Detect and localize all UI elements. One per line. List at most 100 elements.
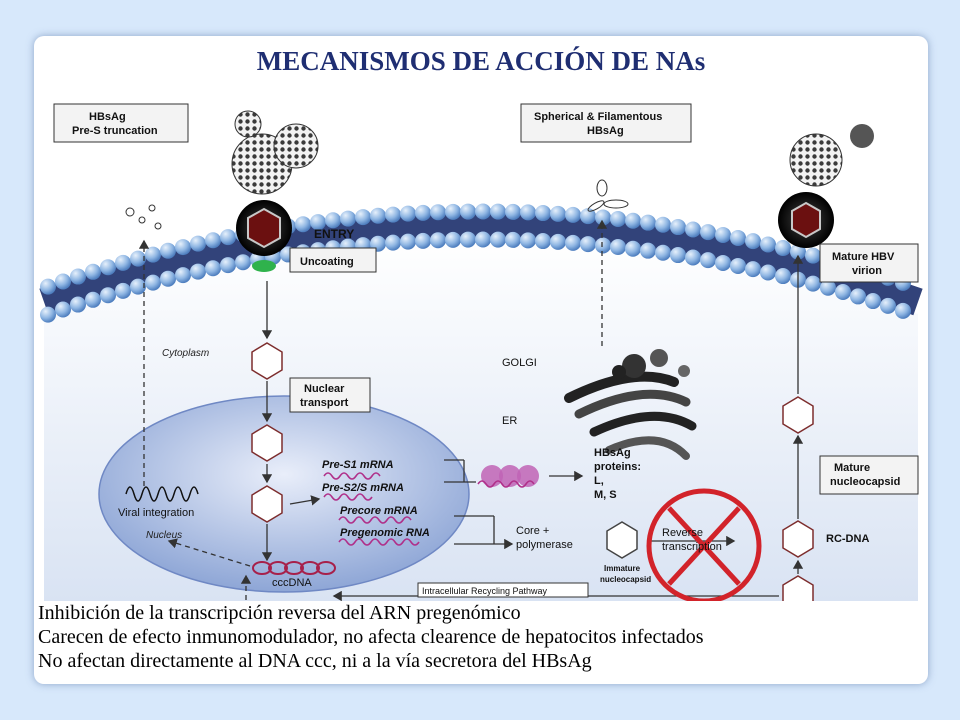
membrane-bead <box>745 233 761 250</box>
label-ms: M, S <box>594 489 617 501</box>
membrane-bead <box>115 282 131 299</box>
membrane-bead <box>385 206 401 223</box>
membrane-bead <box>295 216 311 233</box>
capsid-icons <box>251 342 814 601</box>
label-mature: Mature <box>834 462 870 474</box>
membrane-bead <box>160 270 176 287</box>
membrane-bead <box>70 268 86 285</box>
membrane-bead <box>535 233 551 250</box>
membrane-bead <box>580 236 596 253</box>
membrane-bead <box>415 232 431 249</box>
membrane-bead <box>640 214 656 231</box>
membrane-bead <box>685 249 701 266</box>
cell-membrane <box>39 203 923 323</box>
label-virion: virion <box>852 265 882 277</box>
membrane-bead <box>565 206 581 223</box>
membrane-bead <box>805 275 821 292</box>
membrane-bead <box>220 257 236 274</box>
membrane-bead <box>55 301 71 318</box>
membrane-bead <box>760 236 776 253</box>
label-recycling: Intracellular Recycling Pathway <box>422 586 548 596</box>
label-pres1: Pre-S1 mRNA <box>322 459 394 471</box>
membrane-bead <box>715 226 731 243</box>
membrane-bead <box>520 204 536 221</box>
membrane-bead <box>235 254 251 271</box>
membrane-bead <box>760 264 776 281</box>
membrane-bead <box>175 239 191 256</box>
membrane-bead <box>595 237 611 254</box>
bullet-item: No afectan directamente al DNA ccc, ni a… <box>38 650 592 672</box>
membrane-bead <box>490 203 506 220</box>
membrane-bead <box>100 287 116 304</box>
label-l: L, <box>594 475 604 487</box>
label-proteins: proteins: <box>594 461 641 473</box>
membrane-bead <box>700 252 716 269</box>
membrane-bead <box>505 203 521 220</box>
membrane-bead <box>670 219 686 236</box>
membrane-bead <box>475 203 491 220</box>
membrane-bead <box>655 216 671 233</box>
membrane-bead <box>835 283 851 300</box>
label-spherical-hbsag: HBsAg <box>587 125 624 137</box>
label-rc-dna: RC-DNA <box>826 533 869 545</box>
membrane-bead <box>850 288 866 305</box>
membrane-bead <box>880 297 896 314</box>
membrane-bead <box>730 257 746 274</box>
membrane-bead <box>175 267 191 284</box>
label-nucleocapsid: nucleocapsid <box>830 476 900 488</box>
membrane-bead <box>145 274 161 291</box>
membrane-bead <box>85 263 101 280</box>
membrane-bead <box>145 246 161 263</box>
label-viral-integration: Viral integration <box>118 507 194 519</box>
membrane-bead <box>820 279 836 296</box>
inhibition-cross-icon <box>646 488 762 601</box>
membrane-bead <box>40 306 56 323</box>
bullet-list: Inhibición de la transcripción reversa d… <box>38 601 704 673</box>
membrane-bead <box>460 231 476 248</box>
membrane-bead <box>445 203 461 220</box>
label-pres-truncation: Pre-S truncation <box>72 125 158 137</box>
label-immature-nucleocapsid: nucleocapsid <box>600 575 651 584</box>
membrane-bead <box>460 203 476 220</box>
label-cytoplasm: Cytoplasm <box>162 348 209 359</box>
cccdna-coil <box>252 561 336 575</box>
membrane-bead <box>430 204 446 221</box>
label-cccdna: cccDNA <box>272 577 312 589</box>
membrane-bead <box>370 207 386 224</box>
membrane-bead <box>490 231 506 248</box>
membrane-bead <box>385 234 401 251</box>
membrane-bead <box>520 232 536 249</box>
label-nuclear: Nuclear <box>304 383 345 395</box>
membrane-bead <box>550 205 566 222</box>
translation-ribosomes <box>477 465 539 488</box>
membrane-bead <box>775 268 791 285</box>
membrane-bead <box>775 240 791 257</box>
membrane-bead <box>550 233 566 250</box>
membrane-bead <box>745 261 761 278</box>
membrane-bead <box>610 239 626 256</box>
label-pres2: Pre-S2/S mRNA <box>322 482 404 494</box>
label-er: ER <box>502 415 517 427</box>
label-hbsag: HBsAg <box>89 111 126 123</box>
membrane-bead <box>475 231 491 248</box>
membrane-bead <box>85 291 101 308</box>
bullet-item: Inhibición de la transcripción reversa d… <box>38 602 521 624</box>
membrane-bead <box>565 234 581 251</box>
golgi-apparatus <box>564 349 697 460</box>
mrna-waves <box>323 472 420 546</box>
nucleus <box>98 395 470 593</box>
membrane-bead <box>640 242 656 259</box>
membrane-bead <box>805 247 821 264</box>
membrane-bead <box>685 221 701 238</box>
label-transcription: transcription <box>662 541 722 553</box>
membrane-bead <box>70 296 86 313</box>
membrane-bead <box>715 254 731 271</box>
membrane-bead <box>310 214 326 231</box>
membrane-bead <box>115 254 131 271</box>
label-immature: Immature <box>604 564 641 573</box>
membrane-bead <box>625 240 641 257</box>
membrane-bead <box>700 224 716 241</box>
label-boxes <box>53 103 919 598</box>
label-reverse: Reverse <box>662 527 703 539</box>
label-core: Core + <box>516 525 549 537</box>
